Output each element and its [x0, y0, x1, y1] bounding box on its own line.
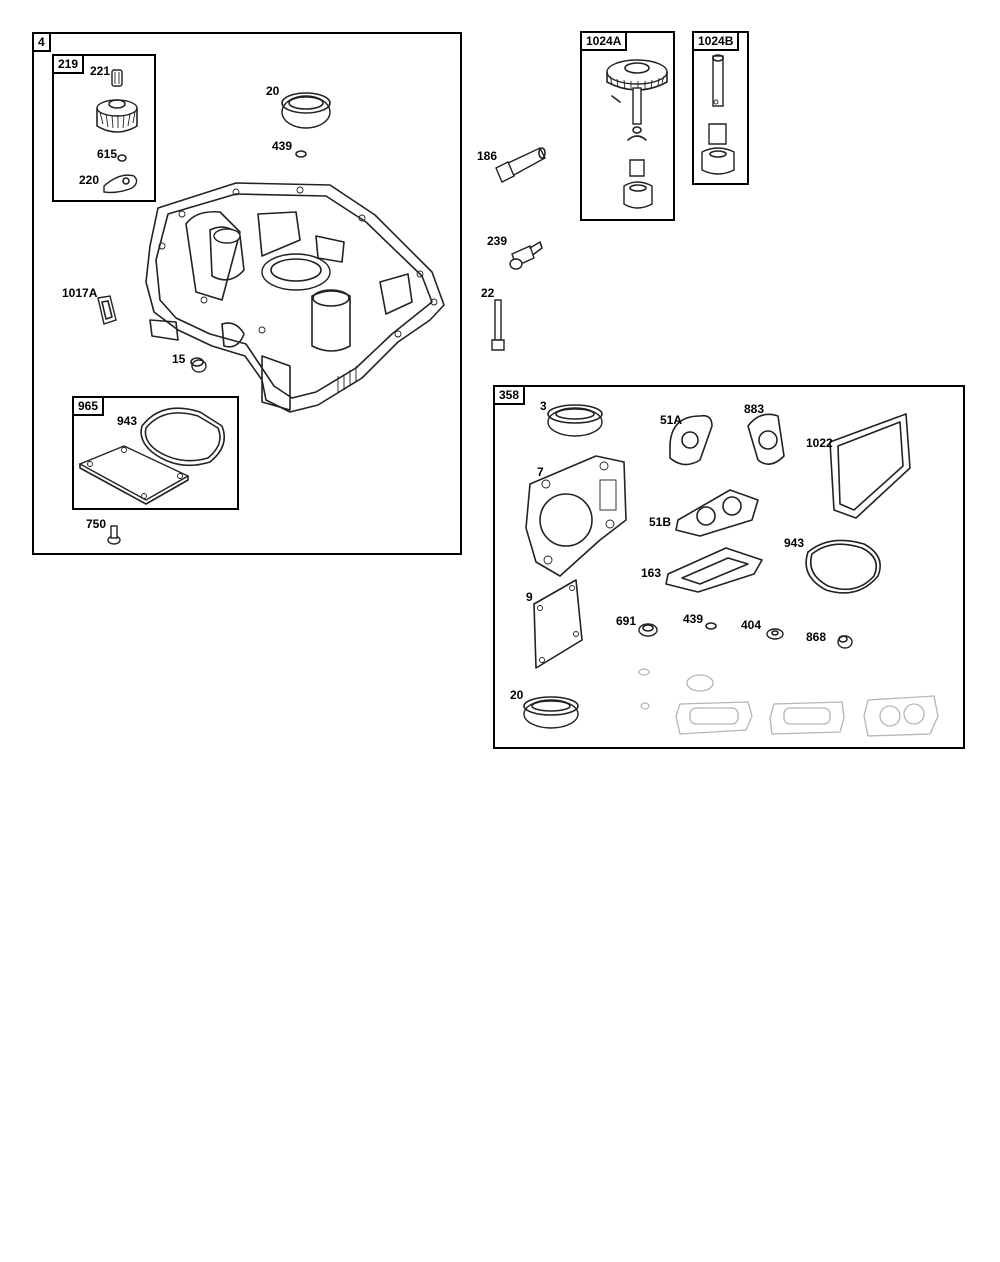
group-box-358: 358 — [493, 385, 965, 749]
part-691-seal-drawing — [638, 623, 658, 637]
callout-186: 186 — [477, 149, 498, 163]
part-439-washer-drawing — [295, 150, 307, 158]
part-1024a-gear-drawing — [606, 59, 668, 209]
part-22-bolt-drawing — [491, 299, 505, 351]
part-1017a-gasket-drawing — [97, 295, 117, 325]
ghost-kit-parts-drawing — [638, 668, 939, 737]
callout-9: 9 — [526, 590, 533, 604]
group-box-219: 219 — [52, 54, 156, 202]
callout-51a: 51A — [660, 413, 683, 427]
callout-943: 943 — [117, 414, 138, 428]
part-750-screw-drawing — [107, 525, 121, 545]
callout-404: 404 — [741, 618, 762, 632]
callout-15: 15 — [172, 352, 186, 366]
part-404-washer-drawing — [766, 628, 784, 640]
callout-439-kit: 439 — [683, 612, 704, 626]
group-box-965-tag: 965 — [74, 398, 105, 416]
callout-221: 221 — [90, 64, 111, 78]
callout-220: 220 — [79, 173, 100, 187]
part-1024b-shaft-drawing — [701, 54, 735, 175]
part-239-sensor-drawing — [509, 241, 543, 270]
group-box-1024b-tag: 1024B — [694, 33, 740, 51]
callout-22: 22 — [481, 286, 495, 300]
group-box-4-tag: 4 — [34, 34, 51, 52]
callout-439: 439 — [272, 139, 293, 153]
group-box-1024a: 1024A — [580, 31, 675, 221]
part-219-governor-gear-drawing — [96, 99, 138, 133]
part-943-gasket-drawing — [140, 407, 226, 467]
callout-20: 20 — [266, 84, 280, 98]
callout-1017a: 1017A — [62, 286, 98, 300]
callout-20-kit: 20 — [510, 688, 524, 702]
part-4-crankcase-drawing — [145, 182, 445, 413]
part-1022-gasket-drawing — [829, 413, 911, 519]
part-883-gasket-drawing — [747, 413, 785, 465]
part-20-kit-seal-drawing — [523, 696, 579, 729]
part-9-gasket-drawing — [533, 579, 583, 669]
callout-239: 239 — [487, 234, 508, 248]
part-220-lever-drawing — [103, 174, 138, 194]
part-51b-gasket-drawing — [675, 489, 759, 537]
part-20-oil-seal-drawing — [281, 92, 331, 129]
part-943-kit-gasket-drawing — [805, 539, 881, 594]
part-15-plug-drawing — [190, 357, 207, 373]
callout-163: 163 — [641, 566, 662, 580]
callout-691: 691 — [616, 614, 637, 628]
part-3-seal-drawing — [547, 404, 603, 437]
group-box-1024b: 1024B — [692, 31, 749, 185]
callout-7: 7 — [537, 465, 544, 479]
part-7-head-gasket-drawing — [525, 455, 627, 577]
callout-750: 750 — [86, 517, 107, 531]
callout-51b: 51B — [649, 515, 672, 529]
part-186-tube-drawing — [495, 147, 546, 183]
group-box-219-tag: 219 — [54, 56, 85, 74]
callout-615: 615 — [97, 147, 118, 161]
part-868-plug-drawing — [837, 635, 853, 649]
group-box-1024a-tag: 1024A — [582, 33, 628, 51]
group-box-4: 4 — [32, 32, 462, 555]
callout-868: 868 — [806, 630, 827, 644]
callout-3: 3 — [540, 399, 547, 413]
part-965-cover-drawing — [78, 445, 190, 505]
callout-883: 883 — [744, 402, 765, 416]
part-163-gasket-drawing — [665, 547, 763, 593]
part-221-shaft-drawing — [111, 69, 123, 87]
part-439-kit-washer-drawing — [705, 622, 717, 630]
part-51a-gasket-drawing — [669, 414, 713, 466]
group-box-358-tag: 358 — [495, 387, 526, 405]
callout-943-kit: 943 — [784, 536, 805, 550]
group-box-965: 965 — [72, 396, 239, 510]
callout-1022: 1022 — [806, 436, 833, 450]
part-615-ring-drawing — [117, 154, 127, 162]
